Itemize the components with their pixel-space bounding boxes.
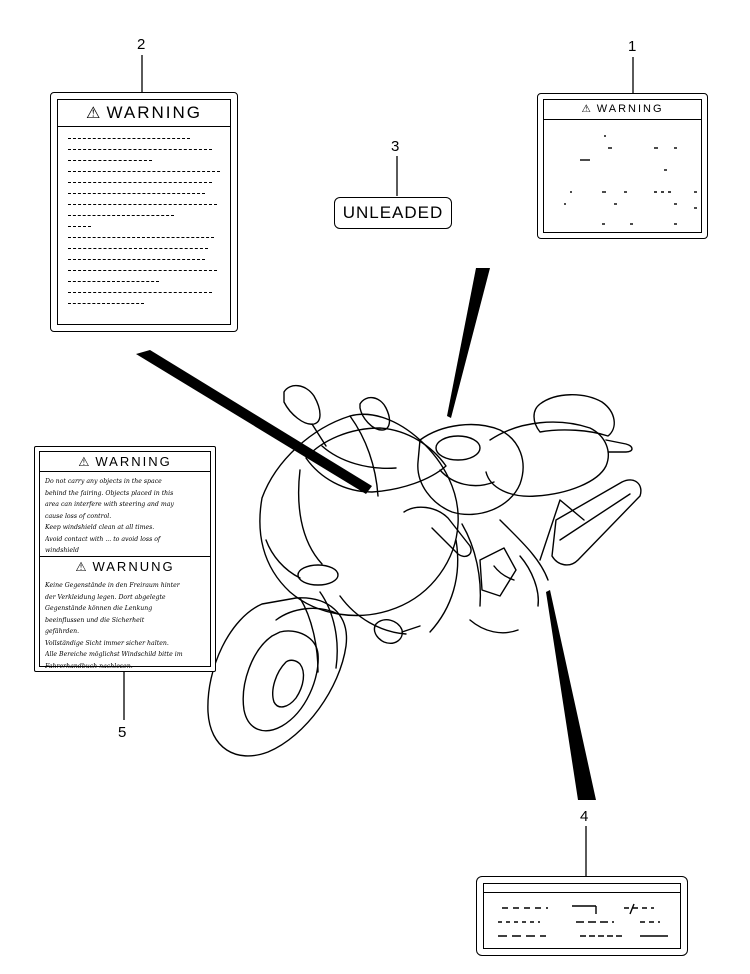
warning-label-5-title-en-text: WARNING <box>95 454 172 469</box>
tail-hump <box>533 394 615 437</box>
callout-number-3: 3 <box>391 138 400 155</box>
front-fairing <box>259 413 459 617</box>
warning-triangle-icon: ⚠ <box>75 560 89 574</box>
info-label-4-text-marks <box>498 903 668 937</box>
warning-label-5-inner: ⚠WARNING Do not carry any objects in the… <box>39 451 211 670</box>
pointer-wedge-label-2 <box>136 350 372 494</box>
warning-text-line: Keep windshield clean at all times. <box>45 524 155 531</box>
warning-label-2: ⚠WARNING <box>50 92 238 332</box>
motorcycle-drawing <box>207 385 642 757</box>
front-wheel <box>207 597 348 757</box>
warning-text-line: beeinflussen und die Sicherheit <box>45 616 145 624</box>
warning-label-1-title: ⚠WARNING <box>544 103 701 120</box>
warning-text-line: gefährden. <box>45 628 80 635</box>
warning-text-line: Avoid contact with ... to avoid loss of <box>45 535 161 543</box>
info-label-4-inner <box>483 883 681 949</box>
mirror-left <box>283 385 321 425</box>
info-label-4 <box>476 876 688 956</box>
warning-label-5-text-en: Do not carry any objects in the space be… <box>45 476 209 557</box>
info-label-4-header-rule <box>484 892 680 893</box>
warning-text-line: Keine Gegenstände in den Freiraum hinter <box>45 582 180 589</box>
warning-text-line: Do not carry any objects in the space <box>45 478 162 485</box>
warning-label-1-text-marks <box>564 135 697 225</box>
seat <box>485 421 609 497</box>
warning-label-2-title-text: WARNING <box>106 103 202 122</box>
warning-text-line: Alle Bereiche möglichst Windschild bitte… <box>45 651 183 658</box>
fuel-tank <box>417 423 524 516</box>
mirror-right <box>359 397 391 431</box>
warning-label-2-text-lines <box>68 138 220 314</box>
warning-label-1: ⚠WARNING <box>537 93 708 239</box>
warning-label-5-title-de-text: WARNUNG <box>92 559 175 574</box>
warning-text-line: windshield <box>45 547 79 554</box>
callout-number-4: 4 <box>580 808 589 825</box>
warning-text-line: area can interfere with steering and may <box>45 501 174 508</box>
unleaded-label: UNLEADED <box>334 197 452 229</box>
warning-text-line: cause loss of control. <box>45 512 112 520</box>
warning-label-1-inner: ⚠WARNING <box>543 99 702 233</box>
windscreen <box>305 427 447 493</box>
warning-text-line: der Verkleidung legen. Dort abgelegte <box>45 593 166 601</box>
warning-triangle-icon: ⚠ <box>85 104 103 122</box>
exhaust <box>551 479 642 566</box>
warning-text-line: Gegenstände können die Lenkung <box>45 605 153 612</box>
callout-number-1: 1 <box>628 38 637 55</box>
leader-lines <box>123 55 634 876</box>
warning-label-5-title-en: ⚠WARNING <box>40 454 210 472</box>
warning-text-line: Fahrerhandbuch nachlesen. <box>45 662 133 670</box>
pointer-wedges <box>136 268 596 800</box>
warning-label-5: ⚠WARNING Do not carry any objects in the… <box>34 446 216 672</box>
callout-number-2: 2 <box>137 36 146 53</box>
pointer-wedge-label-1 <box>447 268 490 418</box>
callout-number-5: 5 <box>118 724 127 741</box>
pointer-wedge-label-4 <box>546 590 596 800</box>
warning-label-2-title: ⚠WARNING <box>58 103 230 127</box>
warning-label-5-text-de: Keine Gegenstände in den Freiraum hinter… <box>45 580 209 672</box>
warning-label-5-title-de: ⚠WARNUNG <box>40 559 210 574</box>
warning-label-1-title-text: WARNING <box>596 103 664 115</box>
warning-label-2-inner: ⚠WARNING <box>57 99 231 325</box>
warning-triangle-icon: ⚠ <box>78 455 92 469</box>
warning-label-5-divider <box>40 556 210 557</box>
warning-text-line: Vollständige Sicht immer sicher halten. <box>45 639 169 647</box>
warning-text-line: behind the fairing. Objects placed in th… <box>45 489 174 497</box>
warning-triangle-icon: ⚠ <box>581 104 593 115</box>
